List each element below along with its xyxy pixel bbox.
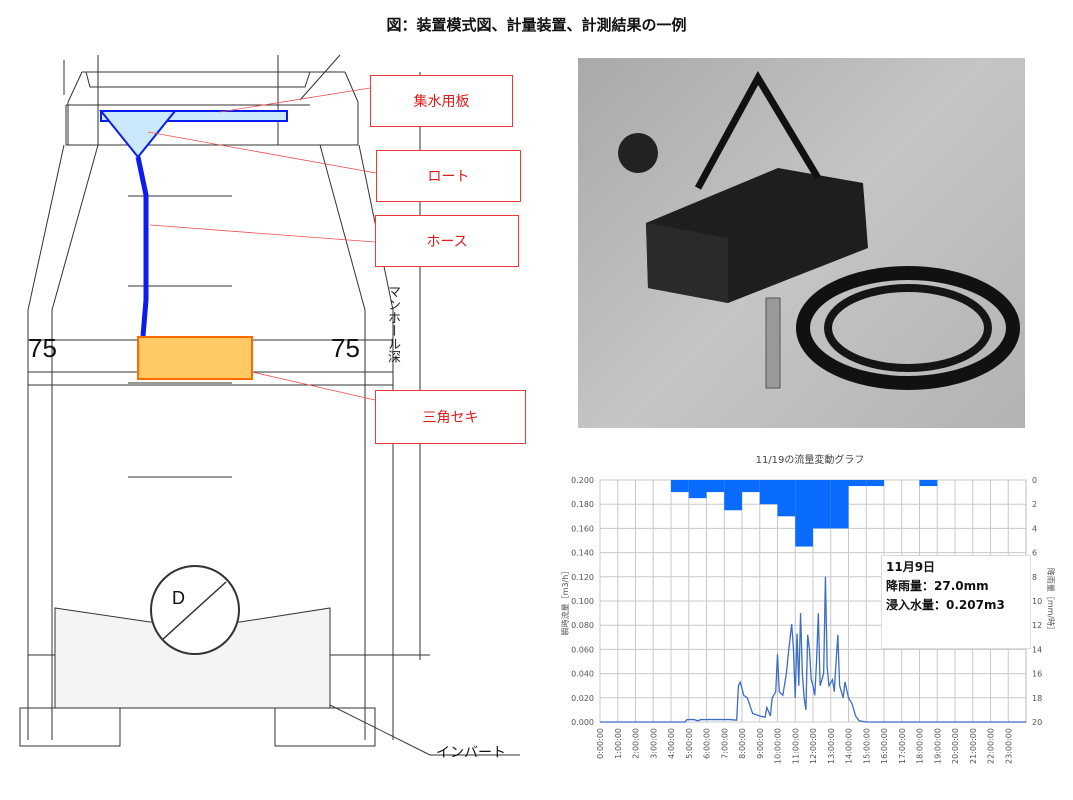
flow-line [600, 576, 1026, 723]
manhole-depth-label: マンホール深 [385, 285, 400, 363]
y-axis-label: 瞬時流量［m3/h］ [560, 567, 570, 636]
x-tick-label: 22:00:00 [987, 728, 996, 764]
rain-bar [671, 480, 689, 493]
x-tick-label: 2:00:00 [632, 728, 641, 759]
y2-tick-label: 6 [1032, 549, 1037, 558]
x-tick-label: 17:00:00 [898, 728, 907, 764]
x-tick-label: 15:00:00 [862, 728, 871, 764]
x-tick-label: 18:00:00 [916, 728, 925, 764]
label-weir: 三角セキ [375, 390, 526, 444]
y-tick-label: 0.160 [571, 524, 594, 533]
y-tick-label: 0.140 [571, 549, 594, 558]
x-tick-label: 20:00:00 [951, 728, 960, 764]
y2-tick-label: 2 [1032, 500, 1037, 509]
hose [135, 156, 149, 337]
y2-tick-label: 10 [1032, 597, 1042, 606]
annotation-rain: 降雨量：27.0mm [886, 579, 989, 593]
label-hose: ホース [375, 215, 519, 267]
y2-tick-label: 12 [1032, 621, 1042, 630]
rain-bar [742, 480, 760, 493]
x-tick-label: 14:00:00 [845, 728, 854, 764]
label-funnel: ロート [376, 150, 521, 202]
y2-tick-label: 8 [1032, 573, 1037, 582]
rain-bar [688, 480, 707, 499]
device-photo [578, 58, 1025, 428]
chart-annotation: 11月9日 降雨量：27.0mm 浸入水量：0.207m3 [881, 555, 1031, 649]
triangular-weir [137, 336, 253, 380]
x-tick-label: 9:00:00 [756, 728, 765, 759]
x-tick-label: 16:00:00 [880, 728, 889, 764]
figure-title: 図：装置模式図、計量装置、計測結果の一例 [386, 16, 687, 34]
y-tick-label: 0.180 [571, 500, 594, 509]
invert-label: インバート [436, 745, 506, 761]
rain-bar [706, 480, 725, 493]
y-tick-label: 0.120 [571, 573, 594, 582]
rain-bar [848, 480, 867, 487]
x-tick-label: 7:00:00 [720, 728, 729, 759]
device-illustration [618, 70, 1020, 390]
rain-bar [724, 480, 742, 511]
x-tick-label: 13:00:00 [827, 728, 836, 764]
rain-bar [795, 480, 813, 547]
y-tick-label: 0.080 [571, 621, 594, 630]
rain-bar [919, 480, 938, 487]
y-tick-label: 0.100 [571, 597, 594, 606]
x-tick-label: 0:00:00 [596, 728, 605, 759]
y2-tick-label: 18 [1032, 694, 1042, 703]
y-tick-label: 0.060 [571, 645, 594, 654]
rain-bar [777, 480, 796, 517]
y2-tick-label: 4 [1032, 524, 1037, 533]
y-tick-label: 0.200 [571, 476, 594, 485]
manhole-diagram [19, 54, 520, 756]
x-tick-label: 8:00:00 [738, 728, 747, 759]
y2-tick-label: 14 [1032, 645, 1042, 654]
label-plate: 集水用板 [370, 75, 513, 127]
x-tick-label: 4:00:00 [667, 728, 676, 759]
x-tick-label: 23:00:00 [1004, 728, 1013, 764]
x-tick-label: 12:00:00 [809, 728, 818, 764]
rain-bar [813, 480, 831, 529]
x-tick-label: 21:00:00 [969, 728, 978, 764]
y2-tick-label: 16 [1032, 670, 1042, 679]
y-tick-label: 0.020 [571, 694, 594, 703]
x-tick-label: 3:00:00 [649, 728, 658, 759]
x-tick-label: 10:00:00 [774, 728, 783, 764]
y-tick-label: 0.000 [571, 718, 594, 727]
collection-plate [100, 110, 288, 122]
x-tick-label: 6:00:00 [703, 728, 712, 759]
y2-tick-label: 20 [1032, 718, 1042, 727]
rain-bar [866, 480, 884, 487]
x-tick-label: 19:00:00 [933, 728, 942, 764]
y2-axis-label: 降雨量［mm/時］ [1046, 568, 1056, 634]
y-tick-label: 0.040 [571, 670, 594, 679]
x-tick-label: 11:00:00 [791, 728, 800, 764]
annotation-infiltration: 浸入水量：0.207m3 [886, 598, 1005, 612]
rain-bar [830, 480, 849, 529]
annotation-date: 11月9日 [886, 560, 936, 574]
funnel [98, 110, 178, 159]
dimension-right: 75 [331, 333, 360, 363]
chart-title: 11/19の流量変動グラフ [755, 455, 865, 466]
y2-tick-label: 0 [1032, 476, 1037, 485]
pipe-diameter-label: D [172, 588, 185, 608]
x-tick-label: 1:00:00 [614, 728, 623, 759]
dimension-left: 75 [28, 333, 57, 363]
x-tick-label: 5:00:00 [685, 728, 694, 759]
rain-bar [759, 480, 778, 505]
